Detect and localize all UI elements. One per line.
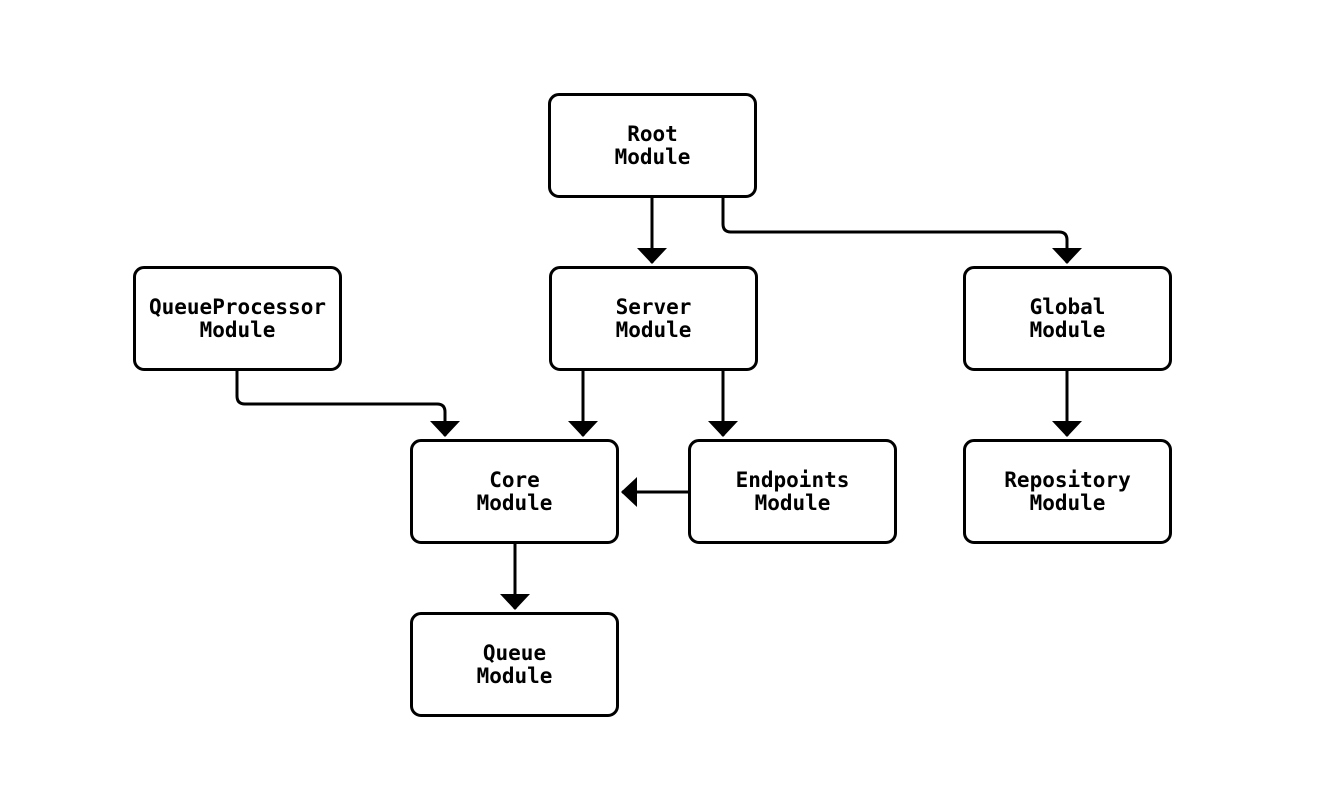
node-label: QueueProcessor Module bbox=[148, 294, 326, 342]
node-server-module: Server Module bbox=[549, 266, 758, 371]
node-repository-module: Repository Module bbox=[963, 439, 1172, 544]
edge-queueprocessor-to-core bbox=[235, 371, 460, 437]
edge-root-to-global bbox=[721, 198, 1082, 264]
node-root-module: Root Module bbox=[548, 93, 757, 198]
node-queue-module: Queue Module bbox=[410, 612, 619, 717]
node-label: Core Module bbox=[476, 467, 553, 515]
node-core-module: Core Module bbox=[410, 439, 619, 544]
node-global-module: Global Module bbox=[963, 266, 1172, 371]
node-label: Endpoints Module bbox=[735, 467, 850, 515]
node-label: Queue Module bbox=[476, 640, 553, 688]
node-endpoints-module: Endpoints Module bbox=[688, 439, 897, 544]
node-label: Server Module bbox=[615, 294, 692, 342]
node-label: Global Module bbox=[1029, 294, 1106, 342]
node-label: Root Module bbox=[614, 121, 691, 169]
node-label: Repository Module bbox=[1004, 467, 1131, 515]
node-queueprocessor-module: QueueProcessor Module bbox=[133, 266, 342, 371]
